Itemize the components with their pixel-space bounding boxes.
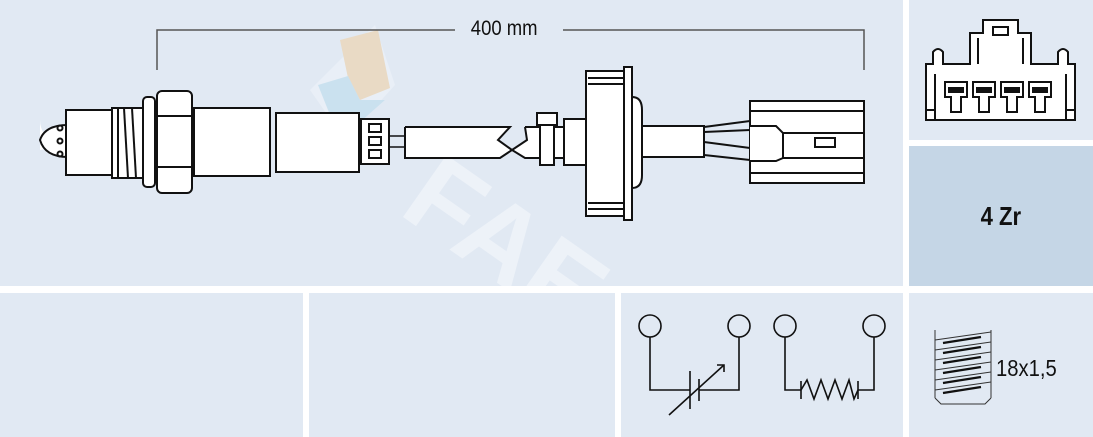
dimension-line: [156, 29, 865, 70]
connector-face-icon: [925, 19, 1076, 121]
sensor-type-panel: 4 Zr: [909, 146, 1093, 286]
product-illustration-panel: FAE: [0, 0, 903, 286]
connector-panel: [909, 0, 1093, 140]
thread-icon: [934, 330, 992, 405]
empty-info-cell-2: [309, 293, 615, 437]
heater-resistor-symbol: [773, 314, 886, 402]
cable: [389, 112, 566, 166]
sensor-body: [38, 90, 390, 194]
wiring-schematic-icon: [638, 314, 886, 416]
empty-info-cell-1: [0, 293, 303, 437]
connector-plug: [703, 100, 865, 184]
grommet: [563, 66, 705, 221]
length-dimension-label: 400 mm: [462, 17, 547, 41]
thread-size-label: 18x1,5: [996, 355, 1057, 381]
wiring-schematic-panel: [621, 293, 903, 437]
sensor-drawing: FAE: [38, 29, 865, 286]
thread-spec-panel: 18x1,5: [909, 293, 1093, 437]
sensor-type-label: 4 Zr: [980, 200, 1022, 231]
variable-capacitor-symbol: [638, 314, 751, 416]
connector-pins: [944, 81, 1052, 113]
